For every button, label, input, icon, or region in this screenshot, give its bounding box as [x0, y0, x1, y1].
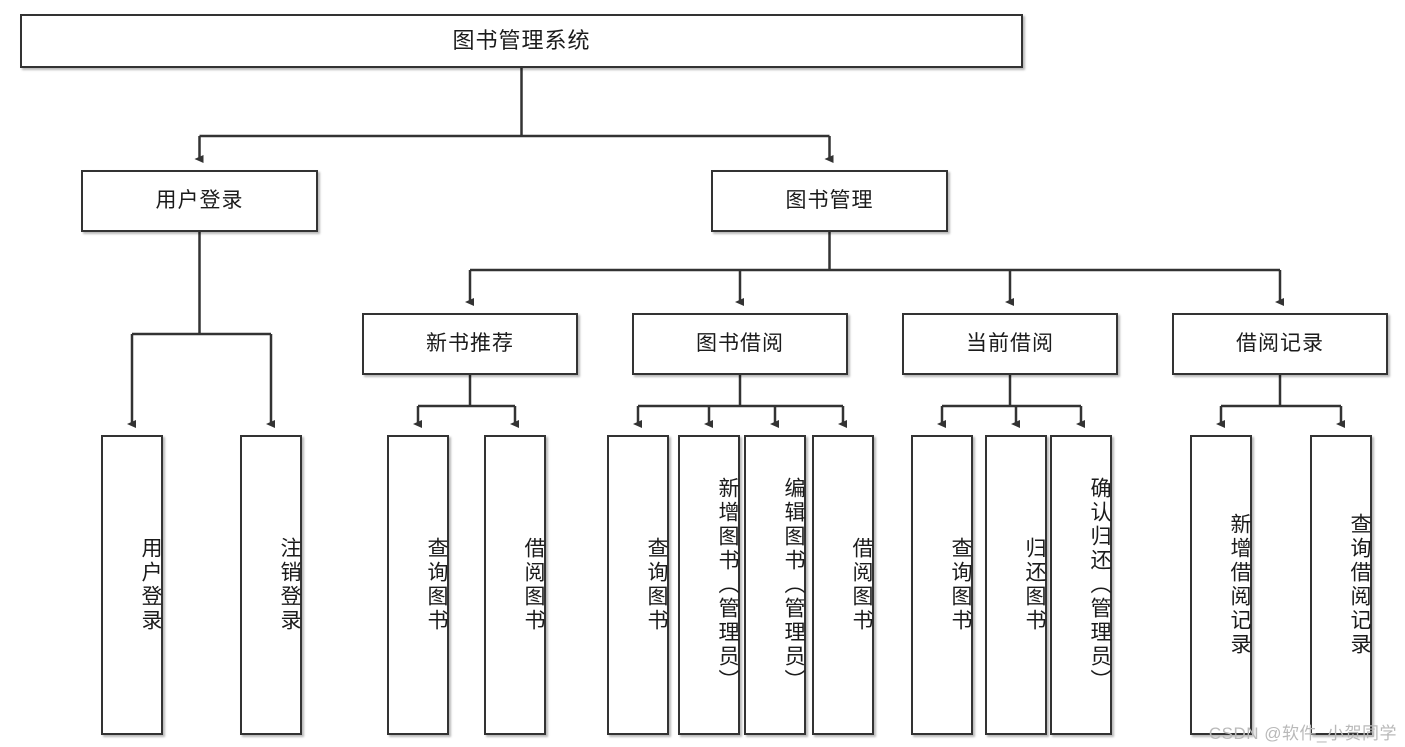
- node-label: 查询图书: [949, 537, 972, 633]
- node-label: 查询图书: [425, 537, 448, 633]
- node-leaf-2[interactable]: 查询图书: [387, 435, 449, 735]
- node-label: 用户登录: [155, 189, 244, 213]
- node-label: 查询图书: [645, 537, 668, 633]
- node-level3-1[interactable]: 图书借阅: [632, 313, 848, 375]
- node-leaf-8[interactable]: 查询图书: [911, 435, 973, 735]
- node-label: 编辑图书（管理员）: [782, 477, 805, 693]
- node-label: 确认归还（管理员）: [1088, 477, 1111, 693]
- node-label: 用户登录: [139, 537, 162, 633]
- node-root-system[interactable]: 图书管理系统: [20, 14, 1023, 68]
- node-level2-1[interactable]: 图书管理: [711, 170, 948, 232]
- node-level3-3[interactable]: 借阅记录: [1172, 313, 1388, 375]
- node-leaf-4[interactable]: 查询图书: [607, 435, 669, 735]
- node-leaf-3[interactable]: 借阅图书: [484, 435, 546, 735]
- node-leaf-9[interactable]: 归还图书: [985, 435, 1047, 735]
- node-label: 当前借阅: [966, 332, 1054, 356]
- node-leaf-11[interactable]: 新增借阅记录: [1190, 435, 1252, 735]
- node-label: 借阅图书: [850, 537, 873, 633]
- node-label: 图书管理系统: [452, 27, 591, 53]
- node-level2-0[interactable]: 用户登录: [81, 170, 318, 232]
- node-label: 图书借阅: [696, 332, 784, 356]
- node-level3-2[interactable]: 当前借阅: [902, 313, 1118, 375]
- node-label: 新书推荐: [426, 332, 514, 356]
- node-leaf-6[interactable]: 编辑图书（管理员）: [744, 435, 806, 735]
- node-label: 图书管理: [785, 189, 874, 213]
- node-leaf-12[interactable]: 查询借阅记录: [1310, 435, 1372, 735]
- node-label: 归还图书: [1023, 537, 1046, 633]
- node-label: 查询借阅记录: [1348, 513, 1371, 657]
- node-leaf-0[interactable]: 用户登录: [101, 435, 163, 735]
- node-label: 借阅图书: [522, 537, 545, 633]
- node-label: 新增借阅记录: [1228, 513, 1251, 657]
- node-leaf-1[interactable]: 注销登录: [240, 435, 302, 735]
- node-leaf-5[interactable]: 新增图书（管理员）: [678, 435, 740, 735]
- node-label: 注销登录: [278, 537, 301, 633]
- node-leaf-7[interactable]: 借阅图书: [812, 435, 874, 735]
- node-level3-0[interactable]: 新书推荐: [362, 313, 578, 375]
- watermark-text: CSDN @软件_小贺同学: [1208, 724, 1397, 743]
- node-leaf-10[interactable]: 确认归还（管理员）: [1050, 435, 1112, 735]
- node-label: 借阅记录: [1236, 332, 1324, 356]
- node-label: 新增图书（管理员）: [716, 477, 739, 693]
